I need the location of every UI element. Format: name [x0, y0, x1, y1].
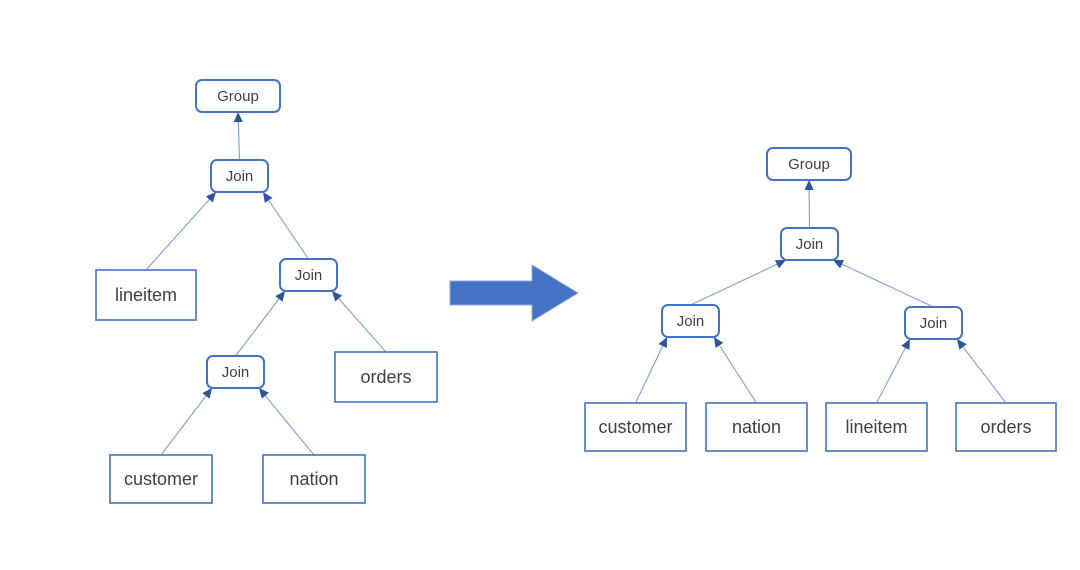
edge-connector — [635, 336, 668, 404]
edge-arrowhead-icon — [233, 112, 243, 123]
node-group-left[interactable]: Group — [195, 79, 281, 113]
node-label-group-right: Group — [788, 156, 830, 173]
node-orders-right[interactable]: orders — [955, 402, 1057, 452]
node-label-join-right-top: Join — [796, 236, 824, 253]
node-label-nation-left: nation — [289, 469, 338, 489]
connector-layer — [145, 111, 1007, 456]
node-label-orders-left: orders — [360, 367, 411, 387]
edge-connector — [331, 290, 387, 353]
node-box-join-right-left[interactable] — [661, 304, 720, 338]
node-label-join-left-3: Join — [222, 364, 250, 381]
node-group-right[interactable]: Group — [766, 147, 852, 181]
node-join-left-1[interactable]: Join — [210, 159, 269, 193]
edge-connector — [713, 336, 757, 404]
node-join-right-right[interactable]: Join — [904, 306, 963, 340]
node-box-orders-right[interactable] — [955, 402, 1057, 452]
edge-connector — [876, 338, 911, 404]
node-lineitem-right[interactable]: lineitem — [825, 402, 928, 452]
node-label-join-left-1: Join — [226, 168, 254, 185]
node-box-join-left-1[interactable] — [210, 159, 269, 193]
node-label-customer-left: customer — [124, 469, 198, 489]
edge-arrowhead-icon — [332, 291, 343, 302]
node-join-right-left[interactable]: Join — [661, 304, 720, 338]
node-label-group-left: Group — [217, 88, 259, 105]
node-box-nation-left[interactable] — [262, 454, 366, 504]
edge-arrowhead-icon — [714, 337, 724, 348]
node-join-left-3[interactable]: Join — [206, 355, 265, 389]
node-customer-left[interactable]: customer — [109, 454, 213, 504]
node-nation-right[interactable]: nation — [705, 402, 808, 452]
node-label-lineitem-left: lineitem — [115, 285, 177, 305]
right-block-arrow-icon — [449, 264, 579, 322]
edge-arrowhead-icon — [202, 388, 212, 399]
node-join-right-top[interactable]: Join — [780, 227, 839, 261]
node-box-join-left-3[interactable] — [206, 355, 265, 389]
node-customer-right[interactable]: customer — [584, 402, 687, 452]
edge-arrowhead-icon — [774, 260, 786, 269]
node-box-orders-left[interactable] — [334, 351, 438, 403]
node-box-join-left-2[interactable] — [279, 258, 338, 292]
node-box-join-right-top[interactable] — [780, 227, 839, 261]
node-box-nation-right[interactable] — [705, 402, 808, 452]
node-label-join-left-2: Join — [295, 267, 323, 284]
node-box-group-right[interactable] — [766, 147, 852, 181]
edge-connector — [258, 387, 315, 456]
node-join-left-2[interactable]: Join — [279, 258, 338, 292]
edge-arrowhead-icon — [263, 192, 273, 203]
edge-connector — [160, 387, 213, 456]
edge-arrowhead-icon — [804, 180, 814, 191]
node-nation-left[interactable]: nation — [262, 454, 366, 504]
edge-arrowhead-icon — [205, 192, 216, 203]
edge-arrowhead-icon — [833, 260, 845, 269]
node-label-join-right-right: Join — [920, 315, 948, 332]
node-box-group-left[interactable] — [195, 79, 281, 113]
node-box-join-right-right[interactable] — [904, 306, 963, 340]
edge-arrowhead-icon — [957, 339, 967, 350]
node-box-customer-right[interactable] — [584, 402, 687, 452]
edge-arrowhead-icon — [275, 291, 285, 302]
node-label-nation-right: nation — [732, 417, 781, 437]
right-plan-tree: Group Join Join Join customer nation — [584, 147, 1057, 452]
edge-connector — [832, 259, 934, 308]
node-label-join-right-left: Join — [677, 313, 705, 330]
edge-arrowhead-icon — [901, 339, 910, 350]
node-label-lineitem-right: lineitem — [845, 417, 907, 437]
node-lineitem-left[interactable]: lineitem — [95, 269, 197, 321]
left-plan-tree: Group Join lineitem Join Join orders — [95, 79, 438, 504]
edge-connector — [262, 191, 309, 260]
node-box-lineitem-left[interactable] — [95, 269, 197, 321]
node-box-customer-left[interactable] — [109, 454, 213, 504]
edge-connector — [690, 259, 787, 306]
node-label-orders-right: orders — [980, 417, 1031, 437]
edge-connector — [145, 191, 217, 271]
edge-arrowhead-icon — [658, 337, 667, 349]
node-label-customer-right: customer — [598, 417, 672, 437]
edge-connector — [235, 290, 286, 357]
edge-arrowhead-icon — [259, 388, 269, 399]
transform-arrow-group — [449, 264, 579, 322]
node-box-lineitem-right[interactable] — [825, 402, 928, 452]
node-orders-left[interactable]: orders — [334, 351, 438, 403]
edge-connector — [956, 338, 1007, 404]
